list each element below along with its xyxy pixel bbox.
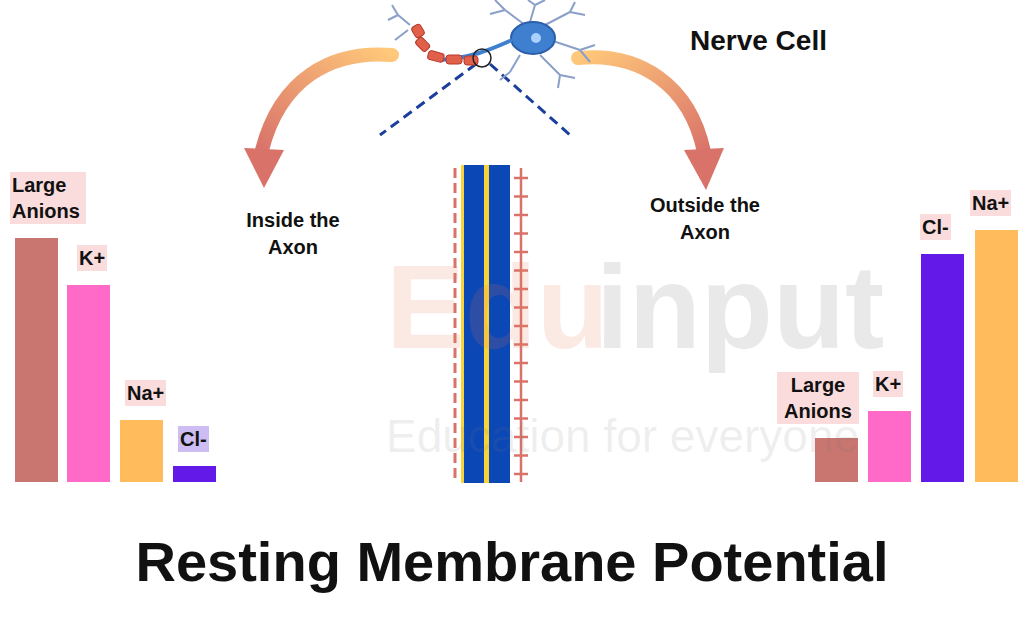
ion-label: Na+ [970, 190, 1011, 216]
cell-membrane [455, 165, 528, 483]
curved-arrow [244, 54, 392, 188]
ion-label: K+ [77, 245, 107, 271]
ion-bar: Large Anions [815, 438, 858, 482]
ion-bar: Cl- [921, 254, 964, 482]
ion-label: Cl- [178, 426, 209, 452]
ion-label: Cl- [920, 214, 951, 240]
region-label: Inside the Axon [232, 207, 354, 261]
ion-bar: K+ [868, 411, 911, 482]
zoom-lines [380, 64, 570, 135]
ion-label: K+ [873, 371, 903, 397]
title: Resting Membrane Potential [0, 528, 1024, 595]
ion-bar: K+ [67, 285, 110, 482]
ion-bar: Na+ [120, 420, 163, 482]
neuron [388, 0, 595, 88]
watermark: Edu [386, 228, 609, 387]
region-label: Outside the Axon [632, 192, 778, 246]
watermark: input [596, 228, 884, 387]
curved-arrow [578, 57, 724, 190]
ion-bar: Cl- [173, 466, 216, 482]
ion-label: Large Anions [777, 372, 859, 424]
figure-label: Nerve Cell [690, 22, 827, 60]
ion-label: Na+ [125, 380, 166, 406]
ion-label: Large Anions [10, 172, 86, 224]
ion-bar: Large Anions [15, 238, 58, 482]
ion-bar: Na+ [975, 230, 1018, 482]
